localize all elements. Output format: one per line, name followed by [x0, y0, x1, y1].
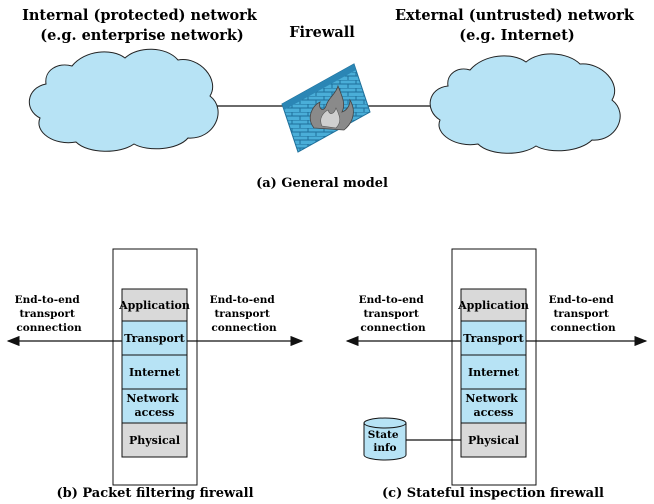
- right-connection-label: End-to-end transport connection: [210, 294, 279, 334]
- layer-network-access: Network access: [460, 388, 527, 424]
- general-model: Internal (protected) network (e.g. enter…: [22, 7, 639, 191]
- firewall-wall-icon: [281, 63, 371, 153]
- state-info-label: State info: [368, 429, 402, 454]
- firewall-title: Firewall: [289, 24, 355, 41]
- svg-text:Internet: Internet: [468, 366, 520, 379]
- internal-network-title: Internal (protected) network (e.g. enter…: [22, 7, 262, 44]
- flame-icon: [309, 84, 354, 131]
- svg-text:Application: Application: [118, 299, 190, 312]
- layer-physical: Physical: [121, 422, 188, 458]
- layer-physical: Physical: [460, 422, 527, 458]
- firewall-box: [451, 248, 537, 486]
- layer-application: Application: [457, 288, 529, 322]
- layer-transport: Transport: [460, 320, 527, 356]
- external-network-title: External (untrusted) network (e.g. Inter…: [395, 7, 639, 44]
- external-network-cloud: [429, 53, 621, 154]
- left-connection-label: End-to-end transport connection: [15, 294, 84, 334]
- svg-text:Physical: Physical: [129, 434, 180, 447]
- left-connection-label: End-to-end transport connection: [359, 294, 428, 334]
- stateful-inspection-caption: (c) Stateful inspection firewall: [382, 486, 604, 501]
- svg-text:Network access: Network access: [126, 392, 182, 419]
- svg-text:Internet: Internet: [129, 366, 181, 379]
- firewall-box: [112, 248, 198, 486]
- svg-text:Application: Application: [457, 299, 529, 312]
- svg-text:Transport: Transport: [124, 332, 185, 345]
- packet-filtering-caption: (b) Packet filtering firewall: [56, 486, 253, 501]
- internal-network-cloud: [29, 48, 219, 152]
- stateful-inspection-panel: End-to-end transport connection End-to-e…: [345, 248, 648, 501]
- svg-text:Network access: Network access: [465, 392, 521, 419]
- state-info-database-icon: State info: [363, 417, 407, 461]
- general-model-caption: (a) General model: [256, 176, 388, 191]
- layer-internet: Internet: [460, 354, 527, 390]
- layer-network-access: Network access: [121, 388, 188, 424]
- right-connection-label: End-to-end transport connection: [549, 294, 618, 334]
- svg-text:Physical: Physical: [468, 434, 519, 447]
- layer-application: Application: [118, 288, 190, 322]
- protocol-stack: Application Transport Internet Network a…: [457, 288, 529, 458]
- packet-filtering-panel: End-to-end transport connection End-to-e…: [6, 248, 304, 501]
- layer-internet: Internet: [121, 354, 188, 390]
- protocol-stack: Application Transport Internet Network a…: [118, 288, 190, 458]
- layer-transport: Transport: [121, 320, 188, 356]
- svg-text:Transport: Transport: [463, 332, 524, 345]
